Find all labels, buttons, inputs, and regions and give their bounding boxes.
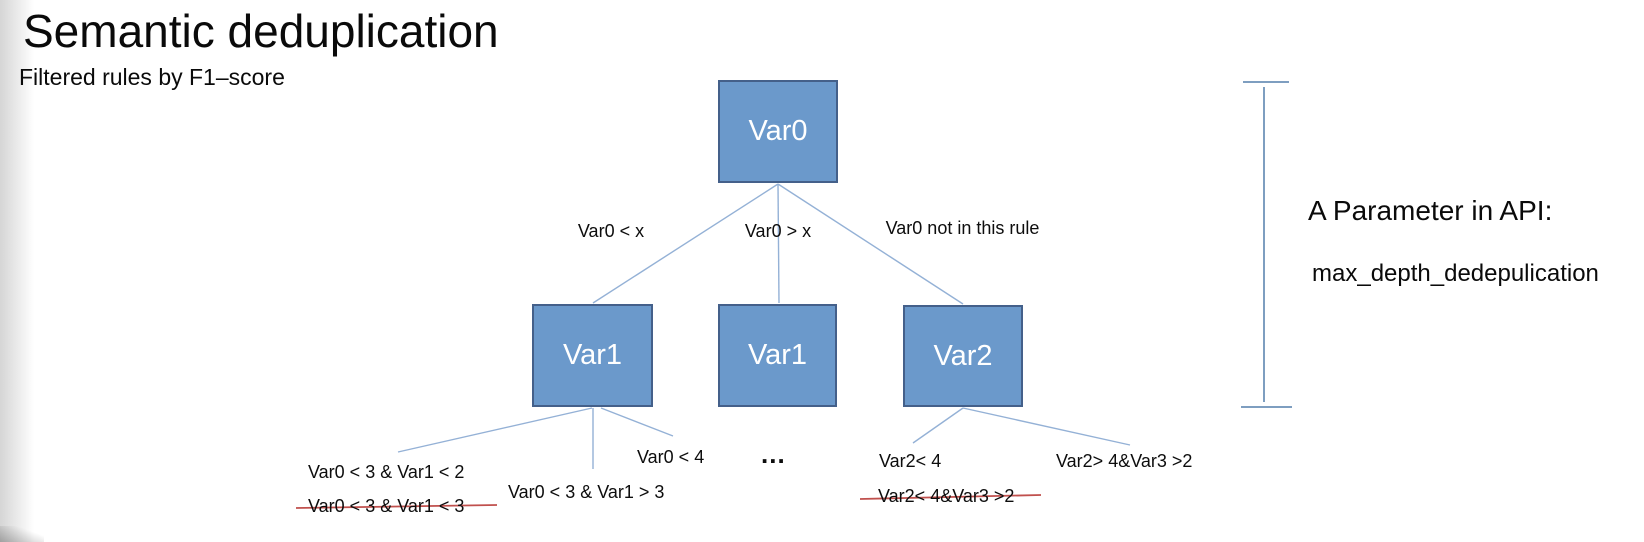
tree-node-child-right-label: Var2 — [933, 339, 993, 372]
subtree-ellipsis: ... — [761, 439, 786, 469]
tree-node-child-left: Var1 — [532, 304, 653, 407]
leaf-rule-struck: Var2< 4&Var3 >2 — [878, 486, 1015, 506]
edge-label-left: Var0 < x — [577, 221, 645, 241]
api-annotation-parameter: max_depth_dedepulication — [1312, 260, 1599, 287]
tree-node-child-middle: Var1 — [718, 304, 837, 407]
tree-node-child-middle-label: Var1 — [747, 339, 808, 371]
slide-subtitle: Filtered rules by F1–score — [19, 64, 285, 90]
strikethrough-leaf-1 — [295, 504, 498, 509]
leaf-rule: Var0 < 3 & Var1 > 3 — [508, 482, 665, 502]
api-annotation-heading: A Parameter in API: — [1308, 195, 1553, 226]
tree-node-root-label: Var0 — [748, 115, 808, 147]
edge-child1-to-leaf-0 — [397, 407, 593, 453]
edge-child1-to-leaf-3 — [600, 407, 674, 437]
edge-root-to-child-right — [777, 183, 964, 305]
edge-root-to-child-middle — [777, 183, 780, 304]
slide-title: Semantic deduplication — [23, 5, 499, 57]
edge-label-middle: Var0 > x — [744, 221, 812, 241]
edge-label-right: Var0 not in this rule — [885, 218, 1040, 238]
leaf-rule: Var0 < 3 & Var1 < 2 — [308, 462, 465, 482]
leaf-rule: Var2> 4&Var3 >2 — [1056, 451, 1193, 471]
leaf-rule: Var0 < 4 — [637, 447, 705, 467]
tree-node-root: Var0 — [718, 80, 838, 183]
strikethrough-leaf-6 — [859, 494, 1042, 500]
leaf-rule-struck: Var0 < 3 & Var1 < 3 — [308, 496, 465, 516]
tree-node-child-left-label: Var1 — [562, 339, 623, 371]
edge-child3-to-leaf-5 — [962, 407, 1131, 446]
tree-node-child-right: Var2 — [903, 305, 1023, 407]
edge-root-to-child-left — [592, 183, 779, 304]
edge-child3-to-leaf-4 — [912, 407, 964, 444]
leaf-rule: Var2< 4 — [879, 451, 942, 471]
